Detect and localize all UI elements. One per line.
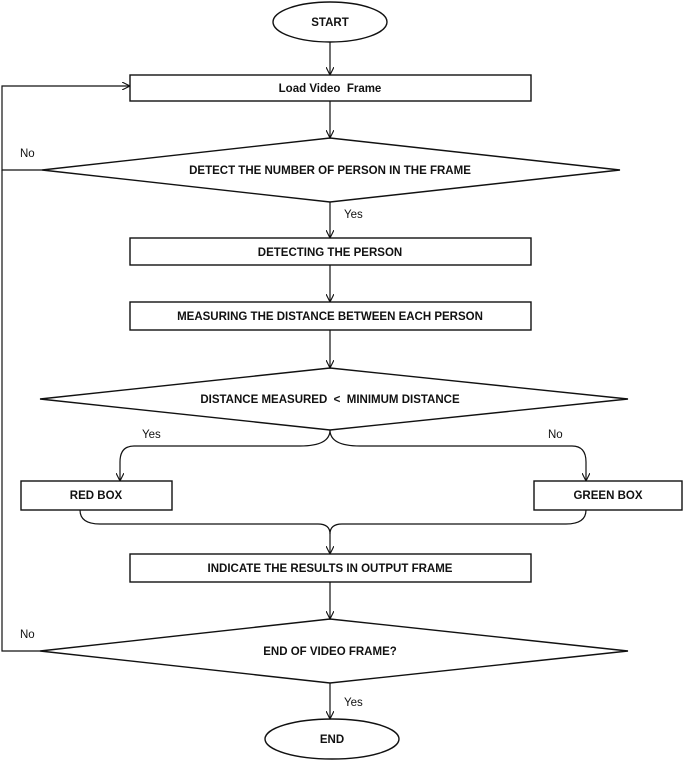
red-box-node [20,480,173,511]
detect-no-label: No [20,148,35,160]
edge-red-merge [79,509,331,535]
distance-check-label: DISTANCE MEASURED < MINIMUM DISTANCE [200,394,460,406]
end-yes-label: Yes [344,697,363,709]
detecting-person-label: DETECTING THE PERSON [258,247,402,259]
end-no-label: No [20,629,35,641]
detect-number-label: DETECT THE NUMBER OF PERSON IN THE FRAME [189,165,471,177]
measuring-distance-label: MEASURING THE DISTANCE BETWEEN EACH PERS… [177,311,483,323]
end-check-label: END OF VIDEO FRAME? [263,646,397,658]
green-box-node [533,480,683,511]
distance-no-label: No [548,429,563,441]
green-box-label: GREEN BOX [573,490,642,502]
detect-yes-label: Yes [344,209,363,221]
end-terminator [264,718,400,760]
start-label: START [311,17,348,29]
distance-yes-label: Yes [142,429,161,441]
edge-detect-no-loop [1,86,130,171]
load-frame-label: Load Video Frame [279,83,382,95]
edge-end-no-loop [1,170,40,652]
edge-distance-no [329,429,586,481]
load-frame-box [129,74,532,102]
edge-green-merge [329,509,587,535]
indicate-results-label: INDICATE THE RESULTS IN OUTPUT FRAME [208,563,453,575]
indicate-results-box [129,553,532,583]
red-box-label: RED BOX [70,490,123,502]
edge-distance-yes [120,429,331,481]
end-label: END [320,734,344,746]
